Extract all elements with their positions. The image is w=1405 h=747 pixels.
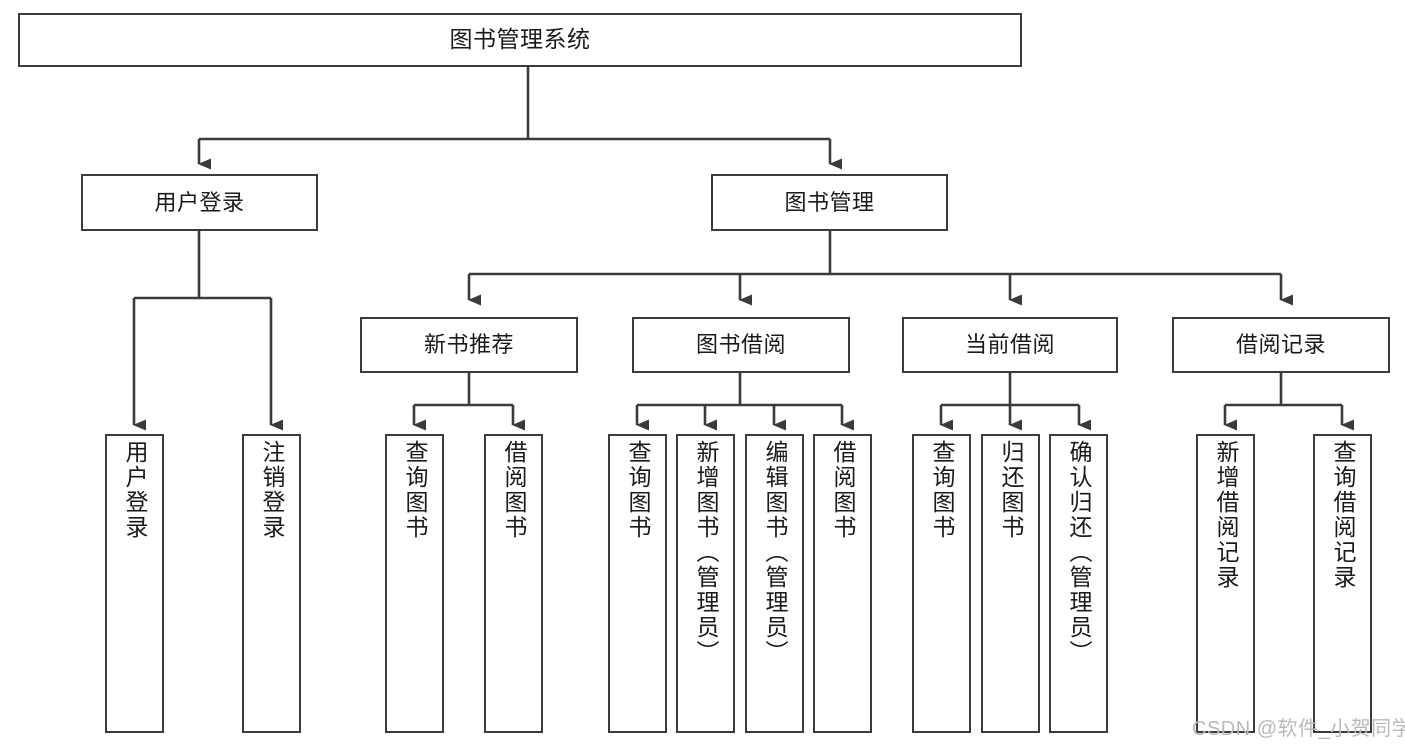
- node-root[interactable]: 图书管理系统: [18, 13, 1022, 67]
- leaf-cb-return-book[interactable]: 归还图书: [981, 434, 1040, 733]
- leaf-bb-edit-book-label: 编辑图书（管理员）: [762, 440, 788, 665]
- node-user-login[interactable]: 用户登录: [81, 174, 318, 231]
- leaf-user-login-label: 用户登录: [122, 440, 148, 540]
- leaf-br-query-record-label: 查询借阅记录: [1330, 440, 1356, 590]
- leaf-user-login[interactable]: 用户登录: [105, 434, 164, 733]
- watermark-text: CSDN @软件_小贺同学: [1192, 718, 1405, 740]
- leaf-bb-query-book[interactable]: 查询图书: [608, 434, 667, 733]
- node-new-book-recommend-label: 新书推荐: [423, 332, 514, 358]
- node-borrow-records-label: 借阅记录: [1235, 332, 1326, 358]
- leaf-bb-borrow-book-label: 借阅图书: [830, 440, 856, 540]
- node-current-borrow-label: 当前借阅: [964, 332, 1055, 358]
- leaf-br-add-record[interactable]: 新增借阅记录: [1196, 434, 1255, 733]
- leaf-nb-borrow-book[interactable]: 借阅图书: [484, 434, 543, 733]
- node-current-borrow[interactable]: 当前借阅: [902, 317, 1118, 373]
- node-book-management[interactable]: 图书管理: [711, 174, 948, 231]
- leaf-logout-label: 注销登录: [259, 440, 285, 540]
- node-book-management-label: 图书管理: [784, 189, 875, 215]
- leaf-bb-add-book-label: 新增图书（管理员）: [693, 440, 719, 665]
- leaf-cb-return-book-label: 归还图书: [998, 440, 1024, 540]
- node-book-borrow-label: 图书借阅: [695, 332, 786, 358]
- leaf-nb-borrow-book-label: 借阅图书: [501, 440, 527, 540]
- node-borrow-records[interactable]: 借阅记录: [1172, 317, 1390, 373]
- leaf-bb-query-book-label: 查询图书: [625, 440, 651, 540]
- leaf-cb-query-book-label: 查询图书: [929, 440, 955, 540]
- leaf-bb-add-book[interactable]: 新增图书（管理员）: [676, 434, 735, 733]
- leaf-nb-query-book[interactable]: 查询图书: [385, 434, 444, 733]
- node-root-label: 图书管理系统: [449, 26, 591, 53]
- node-book-borrow[interactable]: 图书借阅: [632, 317, 850, 373]
- leaf-bb-edit-book[interactable]: 编辑图书（管理员）: [745, 434, 804, 733]
- leaf-bb-borrow-book[interactable]: 借阅图书: [813, 434, 872, 733]
- leaf-br-query-record[interactable]: 查询借阅记录: [1313, 434, 1372, 733]
- leaf-nb-query-book-label: 查询图书: [402, 440, 428, 540]
- leaf-cb-confirm-return[interactable]: 确认归还（管理员）: [1049, 434, 1108, 733]
- node-user-login-label: 用户登录: [154, 189, 245, 215]
- leaf-cb-confirm-return-label: 确认归还（管理员）: [1066, 440, 1092, 665]
- leaf-br-add-record-label: 新增借阅记录: [1213, 440, 1239, 590]
- leaf-logout[interactable]: 注销登录: [242, 434, 301, 733]
- leaf-cb-query-book[interactable]: 查询图书: [912, 434, 971, 733]
- node-new-book-recommend[interactable]: 新书推荐: [360, 317, 578, 373]
